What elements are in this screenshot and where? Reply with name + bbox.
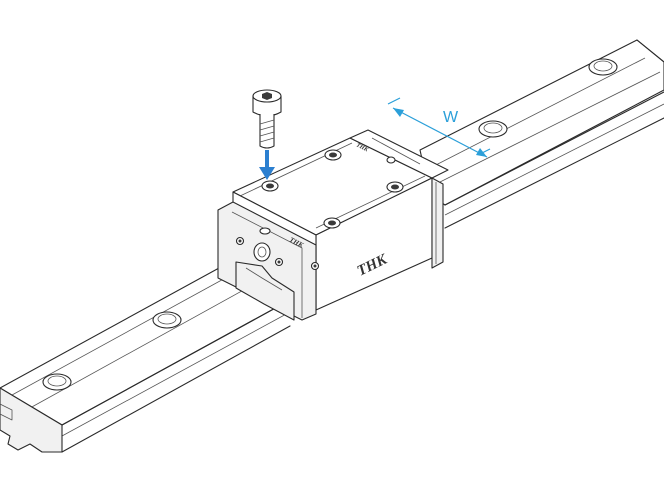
arrow-down-icon bbox=[259, 150, 275, 180]
end-plate-screw bbox=[274, 257, 284, 267]
rail-hole bbox=[42, 373, 72, 391]
rail-hole bbox=[588, 58, 618, 76]
dimension-label: W bbox=[443, 109, 459, 126]
socket-cap-bolt-icon bbox=[252, 89, 282, 149]
top-plate-screw bbox=[386, 156, 396, 164]
end-plate-screw bbox=[310, 261, 320, 271]
block-tapped-hole bbox=[386, 181, 404, 193]
block-tapped-hole bbox=[261, 180, 279, 192]
carriage-block bbox=[217, 129, 449, 321]
block-tapped-hole bbox=[323, 217, 341, 229]
block-tapped-hole bbox=[324, 149, 342, 161]
rail-hole bbox=[152, 311, 182, 329]
top-plate-logo: THK bbox=[355, 142, 370, 153]
end-plate-screw bbox=[235, 236, 245, 246]
rail-hole bbox=[478, 120, 508, 138]
grease-nipple bbox=[253, 242, 271, 262]
top-seal-hole bbox=[259, 227, 271, 235]
guide-rail bbox=[0, 39, 664, 453]
dimension-w: W bbox=[387, 97, 491, 158]
